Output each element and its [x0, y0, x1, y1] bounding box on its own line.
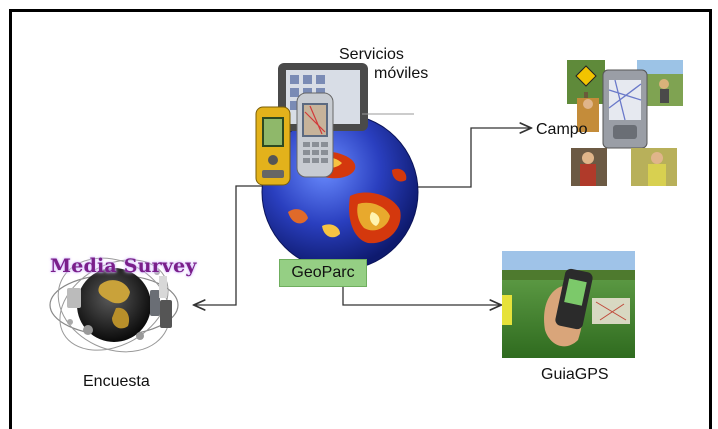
media-survey-label: Media Survey	[50, 255, 197, 277]
handheld-gps-image	[502, 251, 635, 358]
servicios-label-line2: móviles	[374, 65, 429, 82]
guiagps-label: GuiaGPS	[541, 366, 609, 383]
encuesta-label: Encuesta	[83, 373, 150, 390]
geoparc-box: GeoParc	[279, 259, 367, 287]
connector-geoparc-to-guiagps	[342, 287, 500, 305]
diagram-frame	[9, 9, 712, 429]
survey-globe-image	[49, 257, 179, 353]
mobile-devices-image	[255, 63, 414, 186]
connector-globe-to-encuesta	[195, 185, 262, 305]
connector-globe-to-campo	[417, 128, 530, 188]
servicios-label-line1: Servicios	[339, 46, 404, 63]
campo-label: Campo	[536, 121, 588, 138]
field-photos-image	[567, 60, 683, 186]
